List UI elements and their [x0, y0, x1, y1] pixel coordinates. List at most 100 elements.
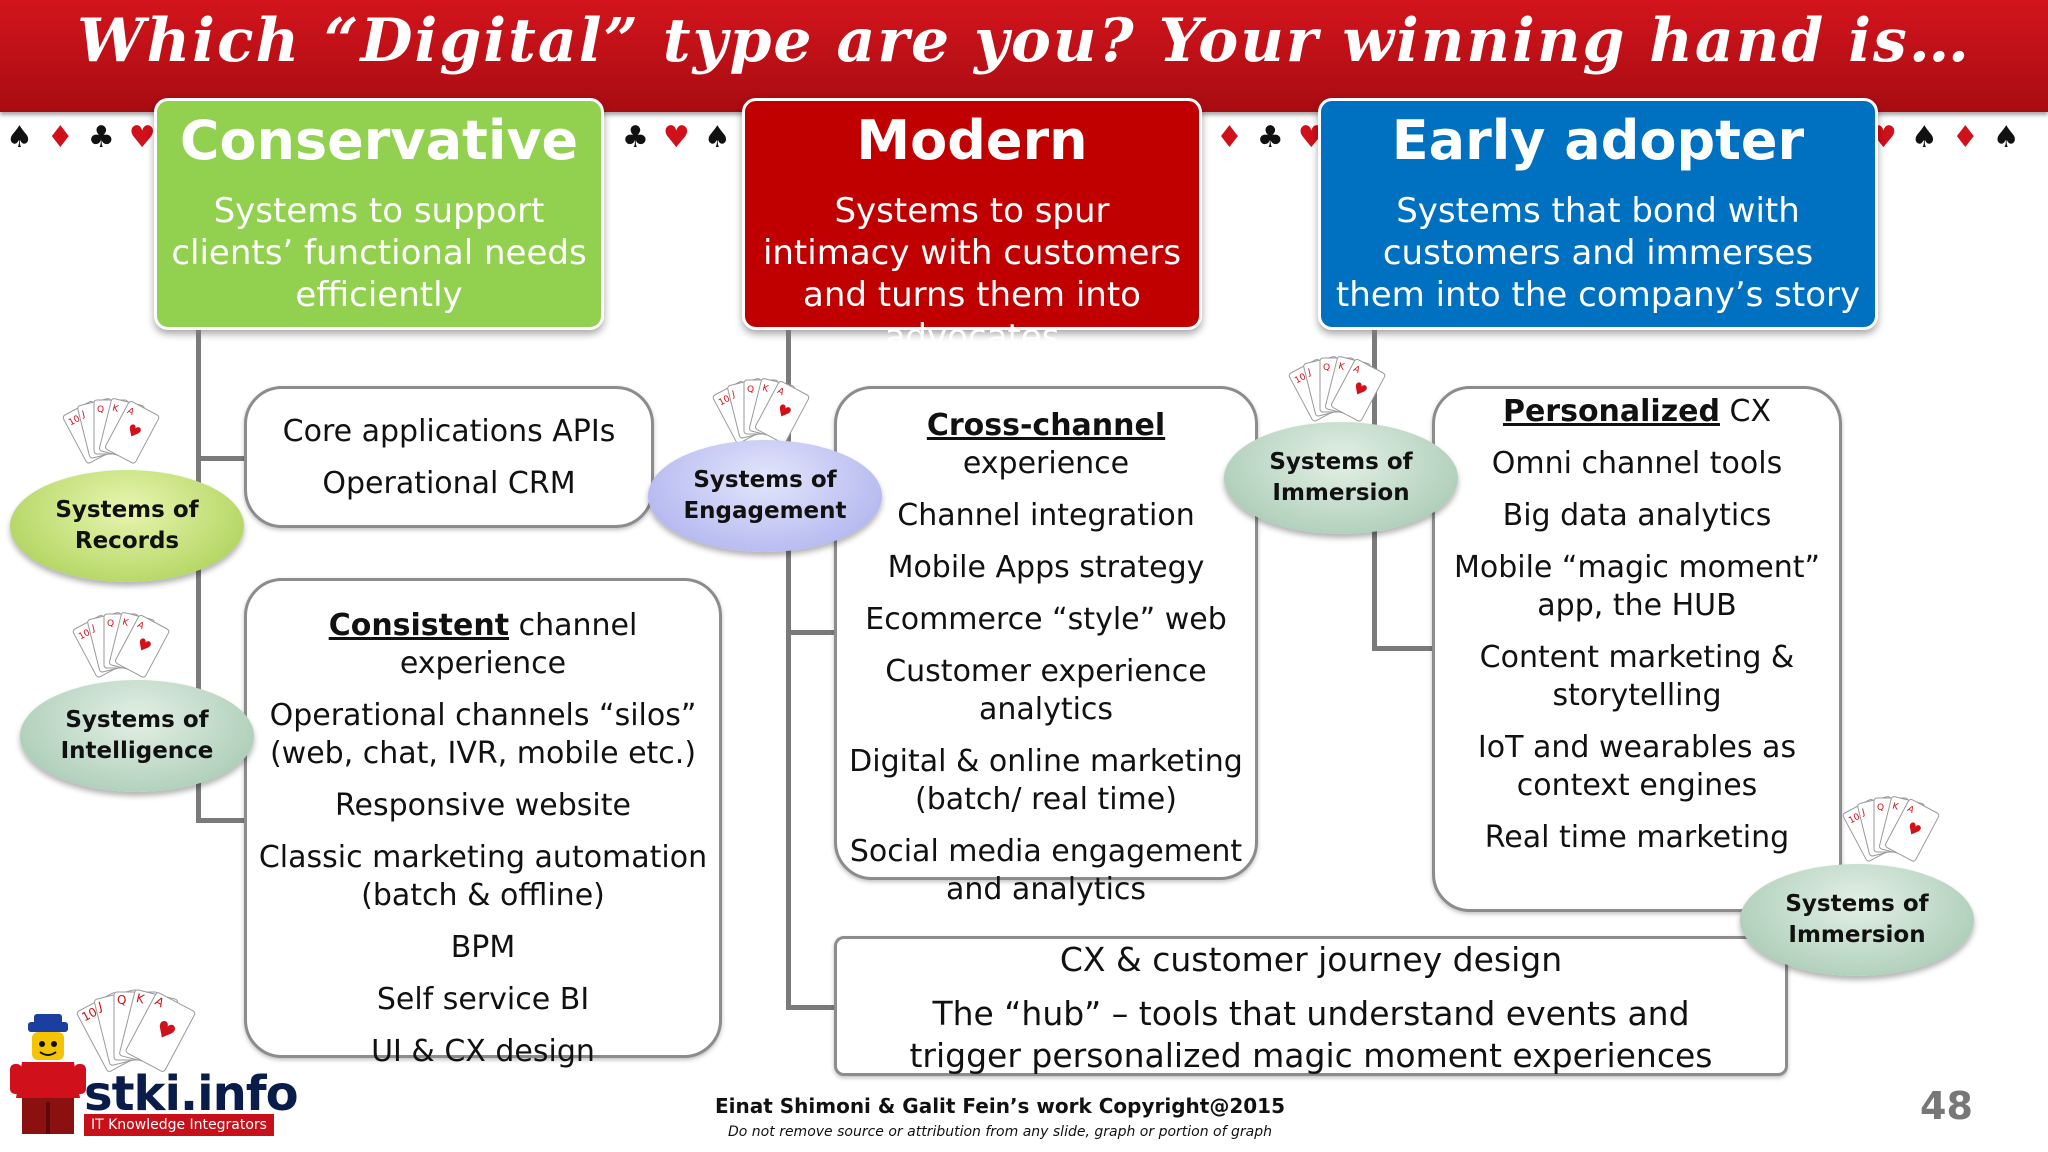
engagement-item-2: Channel integration	[897, 498, 1195, 533]
card-label: A	[125, 406, 136, 418]
engagement-item-7: Social media engagement and analytics	[849, 834, 1243, 907]
records-item-2: Operational CRM	[322, 466, 576, 501]
suit-decoration-mid1: ♣♥♠	[622, 120, 745, 155]
intelligence-first-bold: Consistent	[328, 608, 510, 643]
hub-box: CX & customer journey design The “hub” –…	[834, 936, 1788, 1076]
modern-subtitle: Systems to spur intimacy with customers …	[762, 191, 1182, 357]
suit-decoration-left: ♠♦♣♥	[6, 120, 170, 155]
card-label: J	[80, 410, 86, 421]
footer-credit: Einat Shimoni & Galit Fein’s work Copyri…	[714, 1094, 1286, 1118]
records-item-1: Core applications APIs	[282, 414, 616, 449]
card-label: K	[1891, 802, 1900, 813]
immersion-item-3: Big data analytics	[1502, 498, 1772, 533]
badge-systems-of-records: Systems of Records	[10, 470, 244, 582]
lego-figure-icon	[8, 1014, 88, 1134]
intelligence-item-2: Operational channels “silos” (web, chat,…	[269, 698, 697, 771]
card-label: 10	[77, 628, 92, 642]
card-label: J	[1860, 808, 1866, 819]
badge-systems-of-engagement: Systems of Engagement	[648, 440, 882, 552]
connector-conservative-records	[196, 456, 244, 461]
card-label: J	[96, 999, 104, 1014]
engagement-item-4: Ecommerce “style” web	[865, 602, 1227, 637]
modern-header: Modern Systems to spur intimacy with cus…	[742, 98, 1202, 357]
suit-decoration-right: ♥♠♦♠	[1870, 120, 2034, 155]
card-label: A	[1351, 364, 1362, 376]
immersion-first-bold: Personalized	[1502, 394, 1720, 429]
early-adopter-heading: Early adopter	[1391, 109, 1805, 172]
connector-modern-engagement	[786, 630, 834, 635]
card-label: 10	[79, 1005, 99, 1025]
immersion-item-5: Content marketing & storytelling	[1479, 640, 1795, 713]
card-label: Q	[107, 619, 114, 629]
connector-modern-hub	[786, 1005, 834, 1010]
early-adopter-header: Early adopter Systems that bond with cus…	[1318, 98, 1878, 330]
intelligence-box: Consistent channel experience Operationa…	[244, 578, 722, 1069]
immersion-item-6: IoT and wearables as context engines	[1477, 730, 1797, 803]
card-label: J	[1306, 368, 1312, 379]
card-label: Q	[1323, 363, 1330, 373]
card-label: 10	[1293, 372, 1308, 386]
engagement-item-3: Mobile Apps strategy	[887, 550, 1205, 585]
card-label: K	[1337, 362, 1346, 373]
intelligence-item-3: Responsive website	[335, 788, 631, 823]
logo-name: stki.info	[84, 1066, 299, 1122]
intelligence-item-first: Consistent channel experience	[257, 607, 709, 683]
early-adopter-subtitle: Systems that bond with customers and imm…	[1335, 191, 1861, 315]
engagement-box: Cross-channel experience Channel integra…	[834, 386, 1258, 907]
card-label: J	[730, 390, 736, 401]
engagement-item-5: Customer experience analytics	[885, 654, 1207, 727]
card-label: 10	[717, 394, 732, 408]
card-label: A	[1905, 804, 1916, 816]
connector-conservative-intelligence	[196, 818, 244, 823]
card-label: J	[90, 624, 96, 635]
intelligence-item-7: UI & CX design	[371, 1034, 595, 1069]
hub-line-1: CX & customer journey design	[1059, 940, 1563, 979]
conservative-heading: Conservative	[179, 109, 579, 172]
intelligence-item-4: Classic marketing automation (batch & of…	[258, 840, 708, 913]
badge-systems-of-intelligence: Systems of Intelligence	[20, 680, 254, 792]
card-label: 10	[67, 414, 82, 428]
engagement-item-first: Cross-channel experience	[847, 407, 1245, 483]
conservative-header: Conservative Systems to support clients’…	[154, 98, 604, 330]
immersion-item-7: Real time marketing	[1484, 820, 1790, 855]
connector-conservative-vertical	[196, 330, 201, 822]
immersion-item-first: Personalized CX	[1445, 393, 1829, 431]
connector-modern-vertical	[786, 330, 791, 1010]
card-label: A	[775, 386, 786, 398]
footer-note: Do not remove source or attribution from…	[728, 1124, 1272, 1140]
engagement-item-6: Digital & online marketing (batch/ real …	[849, 744, 1243, 817]
page-number: 48	[1920, 1084, 1973, 1128]
card-label: Q	[97, 405, 104, 415]
records-box: Core applications APIs Operational CRM	[244, 386, 654, 528]
card-label: Q	[747, 385, 754, 395]
immersion-first-rest: CX	[1720, 394, 1772, 429]
badge-systems-of-immersion: Systems of Immersion	[1224, 422, 1458, 534]
card-label: 10	[1847, 812, 1862, 826]
engagement-first-bold: Cross-channel	[926, 408, 1166, 443]
immersion-item-4: Mobile “magic moment” app, the HUB	[1453, 550, 1821, 623]
immersion-item-2: Omni channel tools	[1491, 446, 1783, 481]
card-label: K	[111, 404, 120, 415]
modern-heading: Modern	[856, 109, 1088, 172]
conservative-subtitle: Systems to support clients’ functional n…	[171, 191, 587, 315]
intelligence-first-rest: channel experience	[399, 608, 638, 681]
card-label: A	[135, 620, 146, 632]
intelligence-item-6: Self service BI	[376, 982, 590, 1017]
hub-line-2: The “hub” – tools that understand events…	[909, 994, 1713, 1075]
card-label: Q	[117, 993, 126, 1007]
logo-tagline: IT Knowledge Integrators	[84, 1114, 274, 1136]
card-label: Q	[1877, 803, 1884, 813]
intelligence-item-5: BPM	[450, 930, 516, 965]
immersion-box: Personalized CX Omni channel tools Big d…	[1432, 386, 1842, 912]
badge-systems-of-immersion-2: Systems of Immersion	[1740, 864, 1974, 976]
card-label: K	[761, 384, 770, 395]
connector-early-immersion	[1372, 646, 1432, 651]
engagement-first-rest: experience	[962, 446, 1130, 481]
card-label: K	[121, 618, 130, 629]
